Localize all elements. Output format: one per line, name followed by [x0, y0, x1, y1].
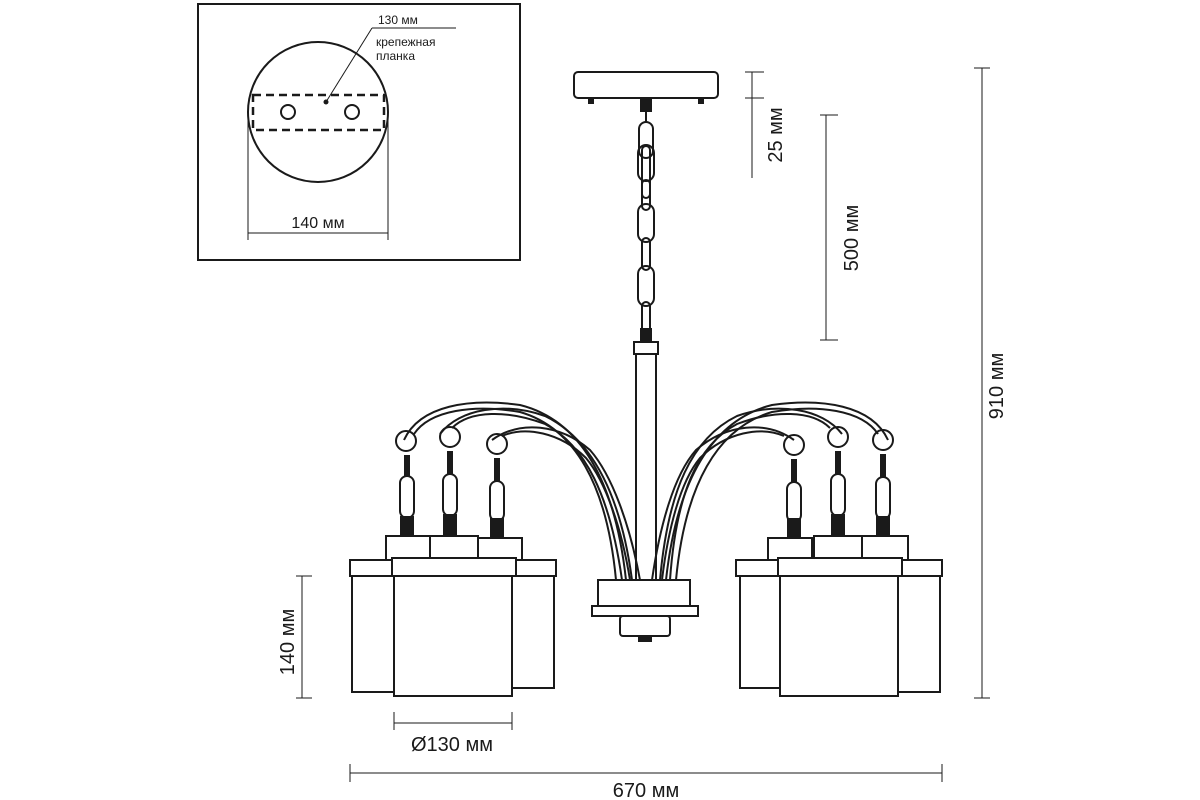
dim-shade-height: 140 мм — [277, 575, 312, 699]
chain-link-6 — [641, 237, 651, 271]
shade-glass — [393, 575, 513, 697]
holder-ring — [827, 426, 849, 448]
dim-canopy-height: 25 мм — [745, 71, 787, 178]
holder-link — [875, 476, 891, 520]
inset-frame — [197, 3, 521, 261]
shade-cap — [813, 535, 863, 561]
holder-ring — [872, 429, 894, 451]
holder-link — [830, 473, 846, 517]
canopy — [573, 71, 719, 112]
chain-link-2 — [641, 145, 651, 199]
shade-right-front — [777, 535, 903, 697]
shade-diameter-label: Ø130 мм — [411, 734, 493, 756]
holder-link — [786, 481, 802, 523]
hub-finial — [619, 615, 671, 637]
canopy-height-label: 25 мм — [765, 107, 787, 162]
holder-ring — [395, 430, 417, 452]
lamp-holder-left-1 — [395, 430, 417, 536]
bracket-leader-line — [325, 27, 373, 103]
bracket-caption-1: крепежная — [376, 35, 435, 49]
bracket-caption-2: планка — [376, 49, 415, 63]
hub-ring — [591, 605, 699, 617]
arm-left-inner-b — [501, 430, 631, 581]
lamp-holder-right-3 — [872, 429, 894, 538]
holder-socket — [831, 514, 845, 536]
ceiling-plate-circle — [247, 41, 389, 183]
holder-link — [442, 473, 458, 517]
hub-finial-tip — [638, 636, 652, 642]
arm-right-mid-b — [669, 412, 831, 581]
lamp-holder-right-1 — [783, 434, 805, 538]
shade-left-front — [391, 535, 517, 697]
arm-right-outer-b — [675, 407, 879, 581]
lamp-holder-right-2 — [827, 426, 849, 536]
holder-socket — [787, 518, 801, 538]
central-stem — [633, 341, 659, 582]
lamp-holder-left-3 — [486, 433, 508, 538]
dim-shade-diameter: Ø130 мм — [393, 712, 513, 756]
chain-link-5 — [637, 203, 655, 243]
lamp-holders — [395, 426, 894, 538]
center-hub — [591, 579, 699, 642]
canopy-hook — [640, 98, 652, 112]
shades-right — [735, 535, 943, 697]
holder-socket — [443, 514, 457, 536]
shade-rim — [777, 557, 903, 577]
dim-chain-length: 500 мм — [820, 114, 863, 341]
total-height-label: 910 мм — [986, 353, 1008, 419]
holder-socket — [400, 516, 414, 536]
arm-right-inner — [651, 426, 795, 581]
canopy-body — [573, 71, 719, 99]
holder-socket — [876, 516, 890, 538]
shade-glass — [779, 575, 899, 697]
lamp-holder-left-2 — [439, 426, 461, 536]
shades-left — [349, 535, 557, 697]
plate-width-label: 140 мм — [291, 215, 344, 232]
mounting-bracket — [251, 93, 386, 132]
holder-link — [489, 480, 505, 522]
dim-total-height: 910 мм — [974, 67, 1008, 699]
holder-socket — [490, 518, 504, 538]
bracket-size-label: 130 мм — [378, 13, 418, 27]
chain-link-7 — [637, 265, 655, 307]
chain-length-label: 500 мм — [841, 205, 863, 271]
holder-rod — [791, 459, 797, 483]
arm-left-outer-b — [413, 407, 617, 581]
holder-ring — [486, 433, 508, 455]
holder-rod — [447, 451, 453, 475]
hub-body — [597, 579, 691, 607]
holder-rod — [835, 451, 841, 475]
total-width-label: 670 мм — [613, 780, 679, 800]
canopy-screw-left — [588, 98, 594, 104]
arms-right — [651, 401, 889, 581]
chain-link-3 — [637, 144, 655, 182]
shade-rim — [391, 557, 517, 577]
chain-link-1 — [638, 121, 654, 159]
holder-rod — [494, 458, 500, 482]
arm-right-inner-b — [661, 430, 785, 581]
bracket-hole-right — [344, 104, 360, 120]
arm-right-mid — [659, 407, 843, 581]
mounting-plate-inset: 130 мм крепежная планка 140 мм — [197, 3, 521, 261]
stem-collar — [633, 341, 659, 355]
chain — [637, 110, 655, 342]
arm-left-mid-b — [451, 412, 623, 581]
arm-left-inner — [491, 426, 641, 581]
dim-total-width: 670 мм — [349, 764, 943, 800]
holder-ring — [783, 434, 805, 456]
shade-height-label: 140 мм — [277, 609, 299, 675]
bracket-hole-left — [280, 104, 296, 120]
canopy-screw-right — [698, 98, 704, 104]
holder-ring — [439, 426, 461, 448]
shade-cap — [429, 535, 479, 561]
chain-link-4 — [641, 179, 651, 211]
holder-link — [399, 475, 415, 519]
holder-rod — [404, 455, 410, 477]
arm-left-mid — [439, 407, 633, 581]
arms-left — [403, 401, 641, 581]
chain-bottom-connector — [640, 328, 652, 342]
holder-rod — [880, 454, 886, 478]
